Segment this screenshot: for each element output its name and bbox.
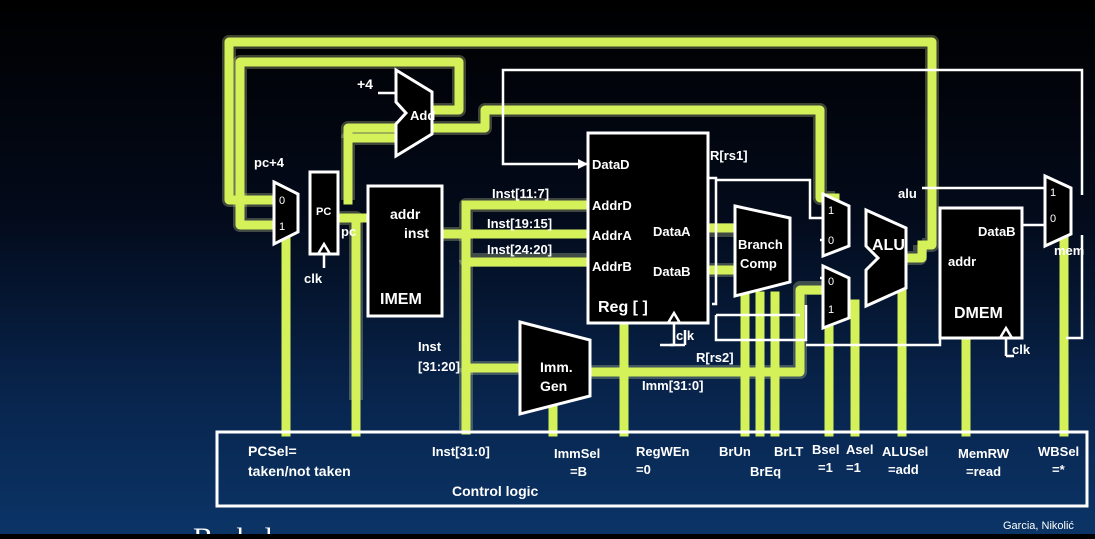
- mem-wire-label: mem: [1054, 243, 1084, 258]
- wire-labels: Inst[11:7] Inst[19:15] Inst[24:20] Inst …: [418, 148, 1084, 393]
- adder-label: Add: [410, 108, 435, 123]
- branch-comp-block: Branch Comp: [733, 204, 792, 298]
- pc-out-label: pc: [341, 224, 356, 239]
- alu-wire-label: alu: [898, 186, 917, 201]
- inst-19-15-label: Inst[19:15]: [487, 216, 552, 231]
- a-mux-in0: 0: [828, 235, 834, 247]
- imm-label: Imm[31:0]: [642, 378, 703, 393]
- asel-line2: =1: [846, 460, 861, 475]
- regfile-addra-label: AddrA: [592, 228, 632, 243]
- inst-11-7-label: Inst[11:7]: [492, 186, 549, 201]
- wbsel-line2: =*: [1052, 462, 1066, 477]
- breq-label: BrEq: [750, 464, 781, 479]
- regwen-line2: =0: [636, 462, 651, 477]
- regfile-label: Reg [ ]: [598, 299, 648, 316]
- bsel-line1: Bsel: [812, 442, 839, 457]
- regfile-clk-label: clk: [676, 328, 695, 343]
- pc-clk-label: clk: [304, 271, 323, 286]
- regwen-line1: RegWEn: [636, 444, 690, 459]
- regfile-datab-label: DataB: [653, 264, 691, 279]
- immgen-block: Imm. Gen: [518, 320, 592, 416]
- bsel-line2: =1: [818, 460, 833, 475]
- branch-line1: Branch: [738, 237, 783, 252]
- control-box: [215, 430, 1089, 508]
- immgen-line2: Gen: [540, 378, 567, 394]
- footer-left-text: Berkeley: [193, 522, 301, 534]
- a-mux: 1 0: [821, 191, 851, 259]
- wb-mux: 1 0: [1043, 173, 1073, 249]
- footer-credit: Garcia, Nikolić: [1003, 520, 1074, 532]
- memrw-line2: =read: [966, 464, 1001, 479]
- regfile-addrd-label: AddrD: [592, 198, 632, 213]
- regfile-addrb-label: AddrB: [592, 259, 632, 274]
- b-mux-in1: 1: [828, 304, 834, 316]
- inst-24-20-label: Inst[24:20]: [487, 242, 552, 257]
- brlt-label: BrLT: [774, 444, 803, 459]
- highlight-wires: [224, 37, 1069, 437]
- pcsel-line2: taken/not taken: [248, 463, 351, 479]
- dmem-datab-label: DataB: [978, 224, 1016, 239]
- pc-adder: Add +4: [357, 67, 435, 159]
- pc-mux: 0 1 pc+4: [254, 155, 300, 247]
- control-inst-label: Inst[31:0]: [432, 444, 490, 459]
- b-mux-in0: 0: [828, 276, 834, 288]
- wb-mux-in1: 1: [1050, 187, 1056, 199]
- pc-plus4-label: pc+4: [254, 155, 285, 170]
- wbsel-line1: WBSel: [1038, 444, 1079, 459]
- plus4-label: +4: [357, 76, 373, 92]
- inst-31-20-label-a: Inst: [418, 339, 442, 354]
- pc-label: PC: [316, 206, 331, 218]
- inst-31-20-label-b: [31:20]: [418, 359, 460, 374]
- white-wires: [501, 68, 1084, 347]
- regfile-block: DataD AddrD AddrA AddrB DataA DataB Reg …: [586, 131, 710, 347]
- control-logic: PCSel= taken/not taken Inst[31:0] ImmSel…: [215, 430, 1089, 508]
- immsel-line1: ImmSel: [554, 446, 600, 461]
- imem-label: IMEM: [380, 291, 422, 308]
- branch-line2: Comp: [740, 256, 777, 271]
- pc-mux-in1-label: 1: [279, 221, 285, 233]
- brun-label: BrUn: [719, 444, 751, 459]
- rs2-label: R[rs2]: [696, 350, 734, 365]
- dmem-label: DMEM: [954, 305, 1003, 322]
- imem-addr-label: addr: [390, 206, 421, 222]
- regfile-dataa-label: DataA: [653, 224, 691, 239]
- footer: Berkeley Garcia, Nikolić: [193, 520, 1074, 539]
- rs1-label: R[rs1]: [710, 148, 748, 163]
- memrw-line1: MemRW: [958, 446, 1010, 461]
- immsel-line2: =B: [570, 464, 587, 479]
- dmem-addr-label: addr: [948, 254, 976, 269]
- alusel-line2: =add: [888, 462, 919, 477]
- control-logic-title: Control logic: [452, 483, 539, 499]
- alu-block: ALU: [864, 207, 908, 309]
- pc-register: PC pc clk: [304, 170, 356, 286]
- pc-mux-in0-label: 0: [279, 195, 285, 207]
- regfile-datad-label: DataD: [592, 157, 630, 172]
- pcsel-line1: PCSel=: [248, 443, 297, 459]
- dmem-block: addr DataB DMEM clk: [938, 206, 1031, 358]
- b-mux: 0 1: [821, 263, 851, 331]
- dmem-clk-label: clk: [1012, 342, 1031, 357]
- a-mux-in1: 1: [828, 205, 834, 217]
- asel-line1: Asel: [846, 442, 873, 457]
- alusel-line1: ALUSel: [882, 444, 928, 459]
- immgen-line1: Imm.: [540, 359, 573, 375]
- alu-label: ALU: [872, 237, 905, 254]
- wb-mux-in0: 0: [1050, 213, 1056, 225]
- imem-inst-label: inst: [404, 225, 429, 241]
- imem-block: addr inst IMEM: [366, 184, 444, 318]
